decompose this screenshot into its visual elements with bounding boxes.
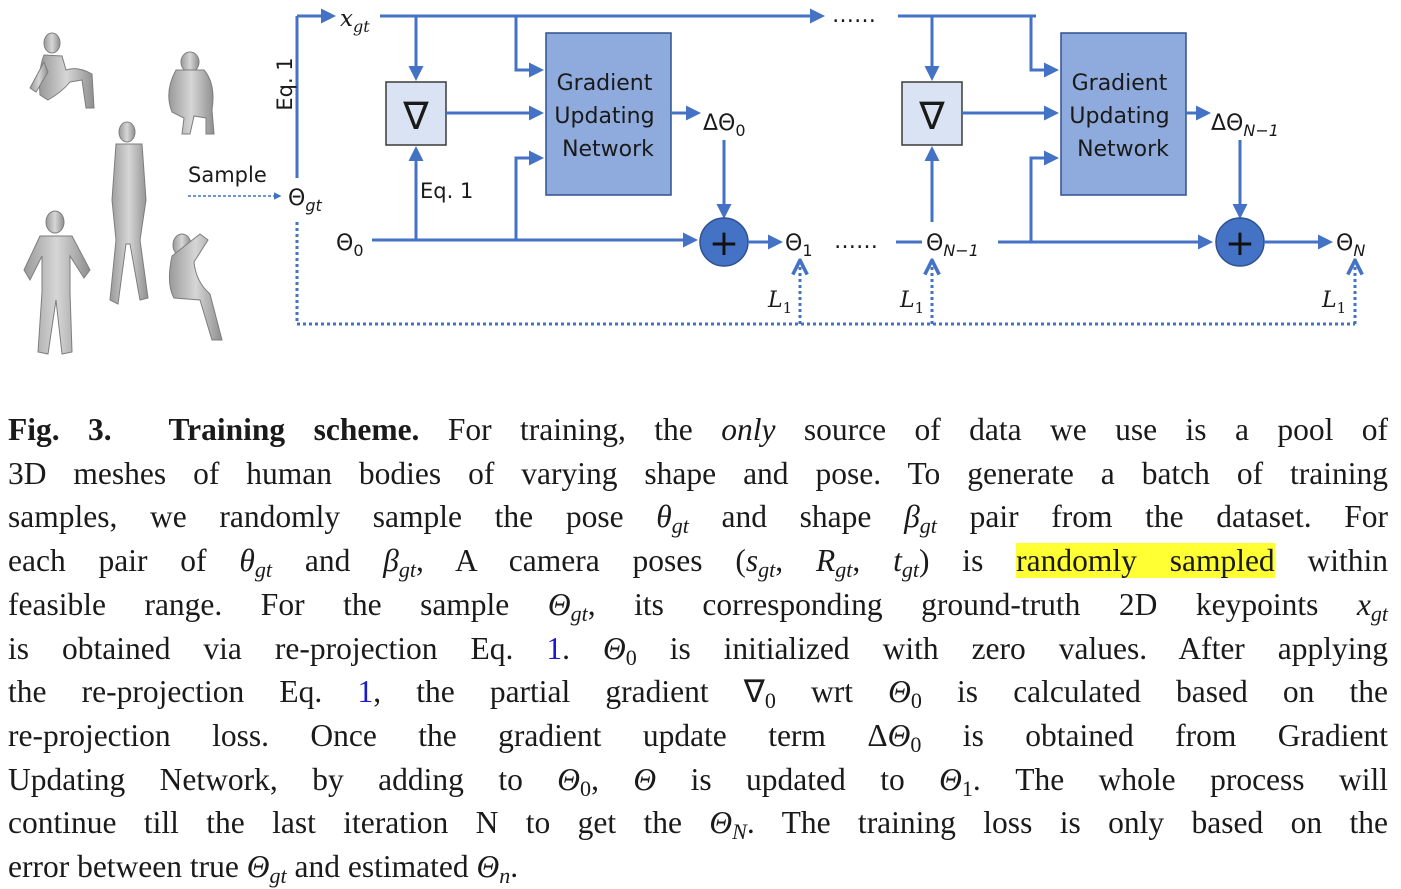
caption-line-11: error between true Θgt and estimated Θn. <box>8 849 519 889</box>
human-mesh-figures <box>23 32 223 355</box>
caption-line-8: re-projection loss. Once the gradient up… <box>8 717 1388 758</box>
highlighted-text: randomly sampled <box>1016 543 1275 579</box>
gun2-line2: Updating <box>1069 104 1169 129</box>
gradient-updating-network-1 <box>545 32 672 196</box>
caption-line-5: feasible range. For the sample Θgt, its … <box>8 586 1388 626</box>
mesh-figure-standing <box>23 210 91 355</box>
plus-icon-2: + <box>1225 223 1255 264</box>
mesh-figure-crouching <box>168 51 215 135</box>
caption-line-9: Updating Network, by adding to Θ0, Θ is … <box>8 761 1388 801</box>
figure-label: Fig. 3. <box>8 412 112 447</box>
x-gt-label: xgt <box>340 6 370 36</box>
caption-line-6: is obtained via re-projection Eq. 1. Θ0 … <box>8 630 1388 670</box>
training-scheme-diagram: Sample Eq. 1 xgt Θgt …… ∇ Eq. 1 Gradient… <box>0 0 1401 370</box>
gun2-line1: Gradient <box>1072 71 1168 96</box>
eq-ref-link[interactable]: 1 <box>546 630 563 666</box>
gradient-updating-network-2 <box>1060 32 1187 196</box>
nabla-icon: ∇ <box>402 94 429 138</box>
loss-dotted-path <box>295 222 1355 326</box>
loss-label-2: L1 <box>899 288 924 317</box>
diagram-svg: Sample Eq. 1 xgt Θgt …… ∇ Eq. 1 Gradient… <box>23 3 1365 355</box>
loss-label-3: L1 <box>1321 288 1346 317</box>
theta1-label: Θ1 <box>785 231 813 260</box>
eq1-rotated-label: Eq. 1 <box>273 57 297 110</box>
plus-icon-1: + <box>709 223 739 264</box>
figure-title: Training scheme. <box>168 412 420 447</box>
figure-caption: Fig. 3. Training scheme. For training, t… <box>8 408 1388 889</box>
gradient-box-2 <box>901 81 963 146</box>
nabla-icon-2: ∇ <box>918 94 945 138</box>
caption-line-3: samples, we randomly sample the pose θgt… <box>8 499 1389 539</box>
gun1-line3: Network <box>562 137 654 162</box>
mesh-figure-seated-hands-face <box>168 233 223 341</box>
eq1-lower-label: Eq. 1 <box>420 179 473 203</box>
middle-dots: …… <box>834 229 878 254</box>
gun2-line3: Network <box>1077 137 1169 162</box>
gun1-line1: Gradient <box>557 71 653 96</box>
sample-label: Sample <box>188 163 267 187</box>
delta-theta-0: ΔΘ0 <box>703 111 746 140</box>
theta-n-label: ΘN <box>1336 231 1365 260</box>
loss-label-1: L1 <box>767 288 792 317</box>
caption-line-2: 3D meshes of human bodies of varying sha… <box>8 455 1388 491</box>
svg-text:Gradient Updating Netw: Gradient Updating Network <box>554 71 661 162</box>
gun1-line2: Updating <box>554 104 654 129</box>
top-dots: …… <box>832 3 876 28</box>
caption-line-4: each pair of θgt and βgt, A camera poses… <box>8 543 1389 583</box>
theta-n1-label: ΘN−1 <box>926 231 979 260</box>
mesh-figure-sitting <box>29 32 95 109</box>
theta-gt-label: Θgt <box>288 186 322 215</box>
svg-text:Gradient Updating Netw: Gradient Updating Network <box>1069 71 1176 162</box>
delta-theta-n1: ΔΘN−1 <box>1211 111 1279 140</box>
eq-ref-link-2[interactable]: 1 <box>357 674 374 710</box>
caption-line-1: Fig. 3. Training scheme. For training, t… <box>8 412 1389 447</box>
caption-line-10: continue till the last iteration N to ge… <box>8 805 1388 845</box>
mesh-figure-standing-arms-crossed <box>109 121 149 305</box>
theta0-label: Θ0 <box>336 231 364 260</box>
caption-line-7: the re-projection Eq. 1, the partial gra… <box>8 674 1388 714</box>
